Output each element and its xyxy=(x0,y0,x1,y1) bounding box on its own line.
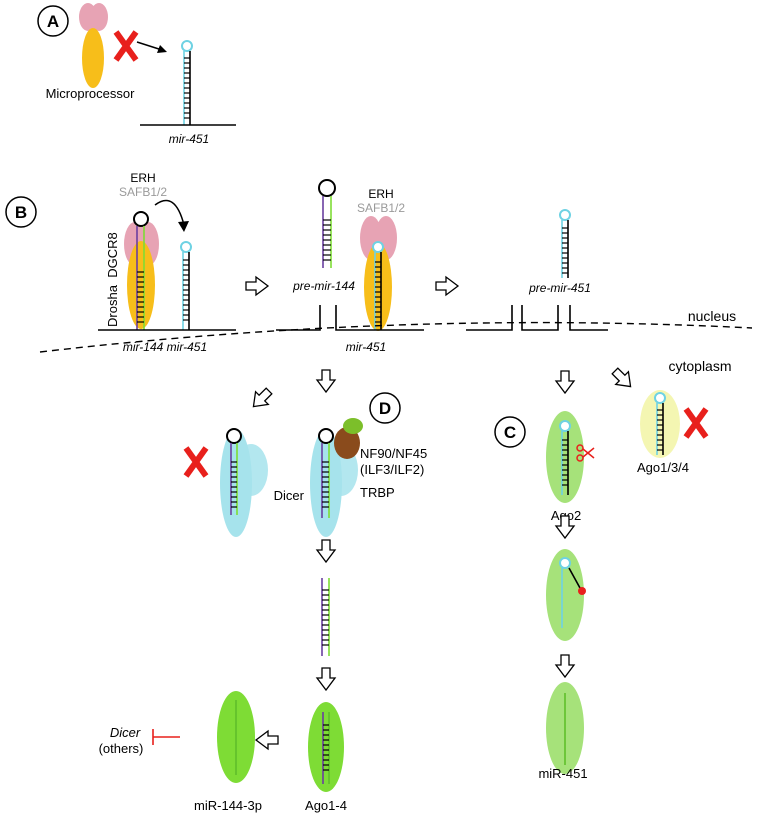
mir-144-3p-complex xyxy=(217,691,255,783)
mir-144-3p-label: miR-144-3p xyxy=(194,798,262,813)
drosha-dgcr8-complex-1 xyxy=(124,222,159,329)
mir-144-mir-451-label: mir-144 mir-451 xyxy=(123,340,207,354)
safb-label-2: SAFB1/2 xyxy=(357,201,405,215)
dgcr8-label: DGCR8 xyxy=(105,232,120,278)
mir-451-label-a: mir-451 xyxy=(169,132,209,146)
panel-b-label: B xyxy=(15,203,27,222)
panel-c-circle xyxy=(494,416,526,448)
nucleus-label: nucleus xyxy=(688,308,736,324)
mir-451-label-b: mir-451 xyxy=(346,340,386,354)
safb-label-1: SAFB1/2 xyxy=(119,185,167,199)
mir-451-mature-label: miR-451 xyxy=(538,766,587,781)
microprocessor-label: Microprocessor xyxy=(46,86,136,101)
nuclear-envelope xyxy=(39,321,753,353)
cytoplasm-label: cytoplasm xyxy=(668,358,731,374)
dicer-complex-failed xyxy=(220,428,268,537)
drosha-dgcr8-complex-2 xyxy=(360,216,397,331)
pre-mir-451-label: pre-mir-451 xyxy=(528,281,591,295)
ago2-cleaved-complex xyxy=(546,549,586,641)
panel-d: D xyxy=(99,369,427,813)
mir-451-hairpin-middle xyxy=(372,241,384,330)
nf90-nf45-complex xyxy=(334,418,363,459)
step-arrow-9 xyxy=(555,654,575,678)
step-arrow-diagonal-right xyxy=(611,367,632,388)
step-arrow-1 xyxy=(245,276,269,296)
erh-label-1: ERH xyxy=(130,171,155,185)
red-x-ago xyxy=(686,409,706,437)
step-arrow-4 xyxy=(316,539,336,563)
panel-a-label: A xyxy=(47,12,59,31)
primary-transcript-cut-2 xyxy=(466,305,608,331)
mir-451-hairpin-b xyxy=(180,241,192,330)
mir-451-hairpin-a xyxy=(140,40,236,126)
panel-c-label: C xyxy=(504,423,516,442)
mir-451-mature-complex xyxy=(546,682,584,774)
panel-b: B ERH SAFB1/2 DGCR8 Drosha xyxy=(5,171,736,354)
primary-transcript-cut-1 xyxy=(276,305,424,331)
step-arrow-2 xyxy=(435,276,459,296)
panel-c: C Ago2 xyxy=(494,367,706,781)
mir-144-duplex xyxy=(321,578,330,656)
dicer-target-label: Dicer xyxy=(110,725,141,740)
step-arrow-5 xyxy=(316,667,336,691)
blocked-arrow xyxy=(136,41,167,53)
red-x-mark xyxy=(116,32,136,60)
pre-mir-144-hairpin xyxy=(318,179,336,268)
panel-d-label: D xyxy=(379,399,391,418)
transfer-arrow xyxy=(154,199,185,226)
ilf3-ilf2-label: (ILF3/ILF2) xyxy=(360,462,424,477)
scissors-icon xyxy=(576,444,595,462)
panel-a: A Microprocessor xyxy=(37,3,236,146)
ago1-4-complex xyxy=(308,702,344,792)
panel-a-circle xyxy=(37,5,69,37)
mir-144-hairpin-b xyxy=(133,211,149,330)
pre-mir-144-label: pre-mir-144 xyxy=(292,279,355,293)
ago1-4-label: Ago1-4 xyxy=(305,798,347,813)
nf90-nf45-label: NF90/NF45 xyxy=(360,446,427,461)
step-arrow-diagonal-left xyxy=(252,387,273,408)
inhibition-bar xyxy=(152,729,180,745)
panel-d-circle xyxy=(369,392,401,424)
microprocessor-complex xyxy=(79,3,108,88)
red-x-dicer xyxy=(186,448,206,476)
others-label: (others) xyxy=(99,741,144,756)
ago134-complex xyxy=(640,390,680,458)
step-arrow-7 xyxy=(555,370,575,394)
ago134-label: Ago1/3/4 xyxy=(637,460,689,475)
panel-b-circle xyxy=(5,196,37,228)
dicer-label: Dicer xyxy=(274,488,305,503)
erh-label-2: ERH xyxy=(368,187,393,201)
pre-mir-451-hairpin xyxy=(559,209,571,278)
drosha-label: Drosha xyxy=(105,284,120,327)
step-arrow-3 xyxy=(316,369,336,393)
ago2-complex xyxy=(546,411,584,503)
trbp-label: TRBP xyxy=(360,485,395,500)
step-arrow-6 xyxy=(255,730,279,750)
